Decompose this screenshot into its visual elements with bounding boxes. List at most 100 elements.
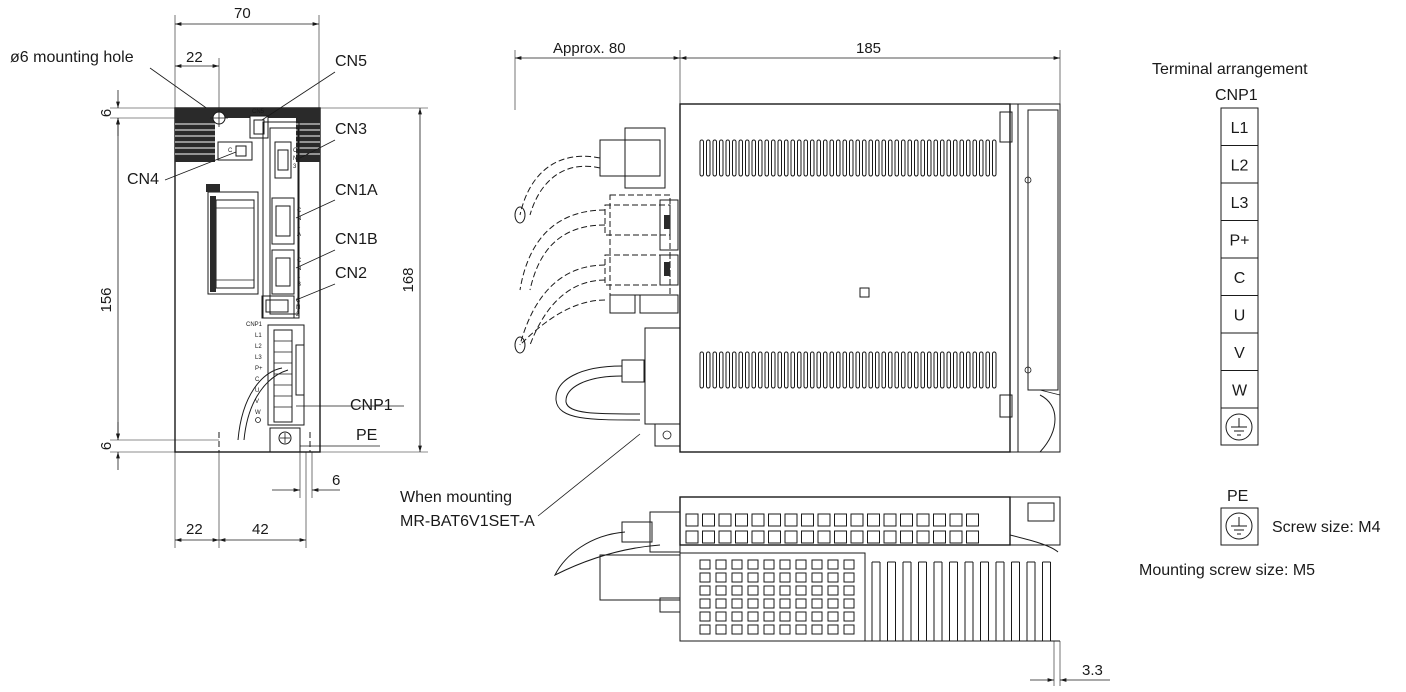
vent-slot xyxy=(979,351,984,389)
grid-cell xyxy=(811,611,823,622)
grid-cell xyxy=(731,624,743,635)
grid-cell xyxy=(779,611,791,622)
vent-slot xyxy=(738,139,743,177)
grid-cell xyxy=(827,598,839,609)
terminal-pin-8: W xyxy=(1232,382,1248,399)
label-cn4: CN4 xyxy=(127,171,159,188)
grid-cell xyxy=(731,598,743,609)
vent-slot xyxy=(907,351,912,389)
grid-cell xyxy=(933,530,946,544)
grid-cell xyxy=(811,585,823,596)
vent-slot xyxy=(940,351,945,389)
vent-slot xyxy=(751,139,756,177)
vent-slot xyxy=(927,139,932,177)
grid-cell xyxy=(916,513,930,527)
grid-cell xyxy=(779,559,791,570)
vent-slot xyxy=(842,351,847,389)
vent-slot xyxy=(920,351,925,389)
grid-cell xyxy=(731,585,743,596)
grid-cell xyxy=(933,513,946,527)
grid-cell xyxy=(949,530,963,544)
heatsink-fin xyxy=(1011,561,1020,641)
vent-slot xyxy=(803,351,808,389)
heatsink-fin xyxy=(980,561,989,641)
grid-cell xyxy=(747,585,759,596)
grid-cell xyxy=(731,572,743,583)
vent-slot xyxy=(901,351,906,389)
cn2-small-2: 2 xyxy=(296,312,300,318)
heatsink-fin xyxy=(949,561,958,641)
grid-cell xyxy=(801,530,814,544)
grid-cell xyxy=(883,530,897,544)
vent-slot xyxy=(985,139,990,177)
cn3-small-c: C xyxy=(293,148,298,154)
grid-cell xyxy=(763,572,775,583)
label-cn1b: CN1B xyxy=(335,231,378,248)
vent-slot xyxy=(959,139,964,177)
vent-slot xyxy=(855,139,860,177)
vent-slot xyxy=(972,351,977,389)
pe-ground-icon xyxy=(1225,512,1253,540)
vent-slot xyxy=(764,139,769,177)
vent-slot xyxy=(946,351,951,389)
grid-cell xyxy=(966,513,979,527)
vent-slot xyxy=(862,139,867,177)
bottom-fins xyxy=(871,561,1051,641)
vent-slot xyxy=(914,139,919,177)
vent-slot xyxy=(777,139,782,177)
grid-cell xyxy=(966,530,979,544)
vent-slot xyxy=(764,351,769,389)
grid-cell xyxy=(801,513,814,527)
vent-slot xyxy=(732,351,737,389)
grid-cell xyxy=(685,513,699,527)
vent-slot xyxy=(823,139,828,177)
vent-slot xyxy=(719,351,724,389)
vent-slot xyxy=(738,351,743,389)
cnp1-small-pin-l3: L3 xyxy=(255,355,262,361)
grid-cell xyxy=(747,624,759,635)
grid-cell xyxy=(827,624,839,635)
vent-slot xyxy=(797,351,802,389)
grid-cell xyxy=(747,559,759,570)
cn1a-small-a: A xyxy=(297,232,301,238)
vent-slot xyxy=(803,139,808,177)
grid-cell xyxy=(795,624,807,635)
screw-size: Screw size: M4 xyxy=(1272,519,1381,536)
terminal-pin-4: P+ xyxy=(1229,232,1249,249)
dim-depth: 185 xyxy=(856,40,881,57)
vent-slot xyxy=(771,139,776,177)
grid-cell xyxy=(843,572,855,583)
heatsink-fin xyxy=(964,561,974,641)
vent-slot xyxy=(758,351,763,389)
heatsink-fin xyxy=(1042,561,1051,641)
label-cn5: CN5 xyxy=(335,53,367,70)
grid-cell xyxy=(867,530,880,544)
vent-slot xyxy=(894,351,899,389)
grid-cell xyxy=(768,513,781,527)
terminal-pin-2: L2 xyxy=(1231,157,1249,174)
vent-slot xyxy=(972,139,977,177)
vent-slot xyxy=(875,139,880,177)
vent-slot xyxy=(816,351,821,389)
vent-slot xyxy=(725,139,730,177)
grid-cell xyxy=(715,611,727,622)
vent-slot xyxy=(881,139,886,177)
cnp1-small-pin-w: W xyxy=(255,410,261,416)
grid-cell xyxy=(817,530,831,544)
dim-width-total: 70 xyxy=(234,5,251,22)
vent-slot xyxy=(810,351,815,389)
dim-bottom-left: 22 xyxy=(186,521,203,538)
vent-slot xyxy=(868,139,873,177)
vent-slot xyxy=(777,351,782,389)
grid-cell xyxy=(795,585,807,596)
vent-slot xyxy=(933,351,938,389)
label-cn3: CN3 xyxy=(335,121,367,138)
grid-cell xyxy=(763,585,775,596)
cn1a-small-1: 1 xyxy=(297,224,301,230)
grid-cell xyxy=(811,559,823,570)
terminal-pin-1: L1 xyxy=(1231,120,1249,137)
grid-cell xyxy=(747,572,759,583)
grid-cell xyxy=(751,530,765,544)
